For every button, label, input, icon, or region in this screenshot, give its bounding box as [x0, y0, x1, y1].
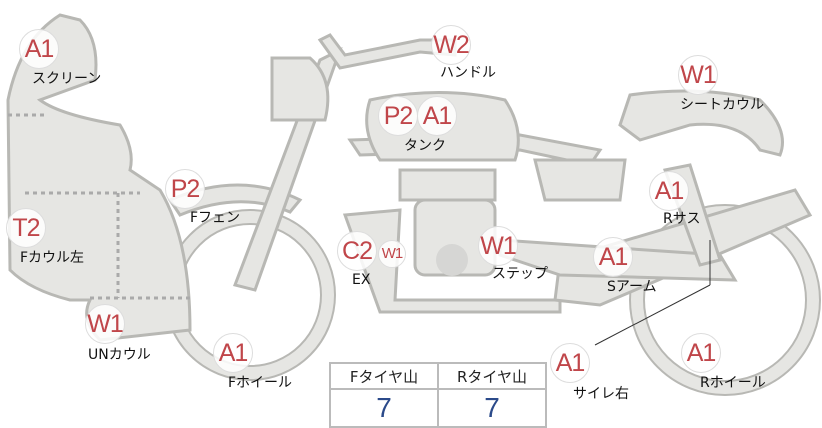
headlight[interactable] — [270, 56, 330, 122]
rear-tire-value: 7 — [437, 388, 547, 428]
marker-silencer-right[interactable]: A1 — [550, 343, 590, 383]
tire-tread-table: Fタイヤ山 Rタイヤ山 7 7 — [329, 362, 547, 428]
marker-rear-suspension[interactable]: A1 — [649, 171, 689, 211]
marker-tank-a1[interactable]: A1 — [417, 96, 457, 136]
screen[interactable] — [6, 13, 192, 342]
label-under-cowl: UNカウル — [88, 347, 151, 363]
label-screen: スクリーン — [32, 71, 102, 87]
label-rear-suspension: Rサス — [663, 211, 701, 227]
marker-front-fender[interactable]: P2 — [165, 169, 205, 209]
marker-seat-cowl[interactable]: W1 — [678, 55, 718, 95]
marker-step[interactable]: W1 — [478, 226, 518, 266]
label-seat-cowl: シートカウル — [680, 97, 764, 113]
marker-under-cowl[interactable]: W1 — [85, 304, 125, 344]
engine[interactable] — [398, 168, 497, 202]
label-handle: ハンドル — [440, 65, 496, 81]
side-cover[interactable] — [533, 158, 627, 202]
front-tire-value: 7 — [329, 388, 439, 428]
marker-tank-p2[interactable]: P2 — [378, 96, 418, 136]
marker-exhaust-w1[interactable]: W1 — [378, 240, 406, 268]
marker-rear-wheel[interactable]: A1 — [681, 333, 721, 373]
marker-front-cowl-left[interactable]: T2 — [6, 208, 46, 248]
marker-screen[interactable]: A1 — [19, 29, 59, 69]
label-silencer-right: サイレ右 — [573, 386, 629, 402]
marker-front-wheel[interactable]: A1 — [213, 333, 253, 373]
front-tire-header: Fタイヤ山 — [329, 362, 439, 390]
marker-exhaust-c2[interactable]: C2 — [337, 231, 377, 271]
label-exhaust: EX — [352, 272, 371, 288]
label-front-fender: Fフェン — [190, 210, 241, 226]
label-rear-wheel: Rホイール — [700, 375, 766, 391]
label-step: ステップ — [492, 266, 548, 282]
marker-handle[interactable]: W2 — [431, 25, 471, 65]
label-swing-arm: Sアーム — [607, 279, 657, 295]
marker-swing-arm[interactable]: A1 — [593, 237, 633, 277]
label-front-cowl-left: Fカウル左 — [20, 250, 85, 266]
label-tank: タンク — [404, 138, 446, 154]
label-front-wheel: Fホイール — [228, 375, 293, 391]
rear-tire-header: Rタイヤ山 — [437, 362, 547, 390]
